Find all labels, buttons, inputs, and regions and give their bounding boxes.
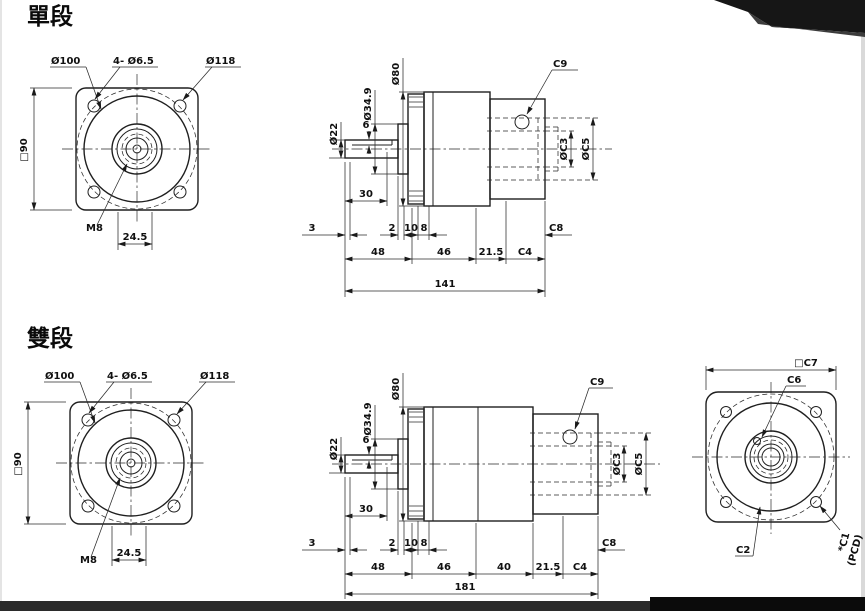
- dim-label-square-size: □90: [13, 452, 24, 475]
- dim-label-step: 8: [421, 223, 428, 234]
- single-stage-section: 單段 Ø100 4- Ø6.5 Ø118: [19, 3, 612, 297]
- dim-label-step: 8: [421, 538, 428, 549]
- bolt-circle: [76, 88, 198, 210]
- double-side-body: [344, 406, 612, 522]
- dim-label-corner-holes: 4- Ø6.5: [107, 370, 148, 382]
- dim-label-mid-len: 46: [437, 247, 451, 258]
- flange-outline: [69, 401, 193, 525]
- double-stage-section: 雙段 Ø100 4- Ø6.5 Ø118: [13, 325, 865, 599]
- rear-flange-view: □C7 C6 C2 *C1 (PCD): [692, 358, 865, 567]
- dim-label-rear-len: 21.5: [536, 562, 561, 573]
- dim-label-bolt-circle: Ø100: [51, 55, 80, 67]
- single-side-view: Ø80 Ø34.9 6 Ø22 C9: [302, 58, 612, 297]
- single-front-dimensions: Ø100 4- Ø6.5 Ø118 □90 M8 24.5: [19, 55, 241, 250]
- boss-circle: [83, 95, 191, 203]
- dim-label-c8: C8: [602, 538, 616, 549]
- dim-label-total-len: 141: [435, 279, 456, 290]
- dim-label-c2: C2: [736, 545, 750, 556]
- dim-label-c9: C9: [590, 377, 604, 388]
- dim-label-body-dia: Ø80: [390, 63, 402, 85]
- dim-label-corner-holes: 4- Ø6.5: [113, 55, 154, 67]
- dim-label-flange-t: 10: [404, 538, 418, 549]
- dim-label-offset: 24.5: [123, 232, 148, 243]
- dim-label-outer-dia: Ø118: [200, 370, 229, 382]
- dim-label-pilot-dia: Ø34.9: [362, 402, 374, 435]
- dim-label-shaft-dia: Ø22: [328, 438, 340, 460]
- dim-label-c6: C6: [787, 375, 801, 386]
- dim-label-stage2-len: 40: [497, 562, 511, 573]
- corner-fold-graphic: [714, 0, 865, 33]
- dim-label-body-dia: Ø80: [390, 378, 402, 400]
- dim-label-rear-len: 21.5: [479, 247, 504, 258]
- double-side-dimensions: Ø80 Ø34.9 6 Ø22 C9: [302, 373, 652, 599]
- bolt-circle: [707, 393, 835, 521]
- dim-label-c8: C8: [549, 223, 563, 234]
- tap-hole-c9: [562, 429, 578, 445]
- dim-label-shaft-len: 30: [359, 504, 373, 515]
- dim-label-front-len: 48: [371, 562, 385, 573]
- index-hole: [753, 437, 761, 445]
- dim-label-total-len: 181: [455, 582, 476, 593]
- single-stage-title: 單段: [27, 3, 73, 30]
- boss-circle: [77, 409, 185, 517]
- dim-label-key-width: 6: [363, 120, 370, 131]
- dim-label-square-size: □90: [19, 138, 30, 161]
- dim-label-tip: 3: [309, 538, 316, 549]
- footer-bar-left: [0, 601, 650, 611]
- dim-label-c3: ØC3: [558, 138, 570, 161]
- dim-label-bolt-circle: Ø100: [45, 370, 74, 382]
- adapter-flange-outline: [705, 391, 837, 523]
- dim-label-shaft-len: 30: [359, 189, 373, 200]
- dim-label-c4: C4: [518, 247, 532, 258]
- rear-view-dimensions: □C7 C6 C2 *C1 (PCD): [705, 358, 865, 567]
- single-side-body: [344, 91, 559, 207]
- dim-label-tip: 3: [309, 223, 316, 234]
- dim-label-key-width: 6: [363, 435, 370, 446]
- tap-hole-c9: [514, 114, 530, 130]
- single-front-view: Ø100 4- Ø6.5 Ø118 □90 M8 24.5: [19, 55, 241, 250]
- dim-label-c5: ØC5: [580, 138, 592, 161]
- dim-label-outer-dia: Ø118: [206, 55, 235, 67]
- dim-label-c7: □C7: [794, 358, 818, 369]
- dim-label-thread: M8: [80, 555, 97, 566]
- footer-bar-right: [650, 597, 865, 611]
- dim-label-c4: C4: [573, 562, 587, 573]
- dim-label-c1: *C1: [837, 531, 853, 553]
- double-stage-title: 雙段: [27, 325, 73, 352]
- dim-label-thread: M8: [86, 223, 103, 234]
- double-front-dimensions: Ø100 4- Ø6.5 Ø118 □90 M8 24.5: [13, 370, 235, 566]
- dim-label-gap: 2: [389, 223, 396, 234]
- dim-label-offset: 24.5: [117, 548, 142, 559]
- double-side-view: Ø80 Ø34.9 6 Ø22 C9: [302, 373, 660, 599]
- dim-label-gap: 2: [389, 538, 396, 549]
- dim-label-shaft-dia: Ø22: [328, 123, 340, 145]
- dim-label-c3: ØC3: [611, 453, 623, 476]
- dim-label-pilot-dia: Ø34.9: [362, 87, 374, 120]
- single-side-dimensions: Ø80 Ø34.9 6 Ø22 C9: [302, 58, 599, 297]
- flange-outline: [75, 87, 199, 211]
- double-front-view: Ø100 4- Ø6.5 Ø118 □90 M8 24.5: [13, 370, 235, 566]
- dim-label-c5: ØC5: [633, 453, 645, 476]
- dim-label-flange-t: 10: [404, 223, 418, 234]
- dim-label-c9: C9: [553, 59, 567, 70]
- bolt-circle: [70, 402, 192, 524]
- dim-label-mid-len: 46: [437, 562, 451, 573]
- dim-label-front-len: 48: [371, 247, 385, 258]
